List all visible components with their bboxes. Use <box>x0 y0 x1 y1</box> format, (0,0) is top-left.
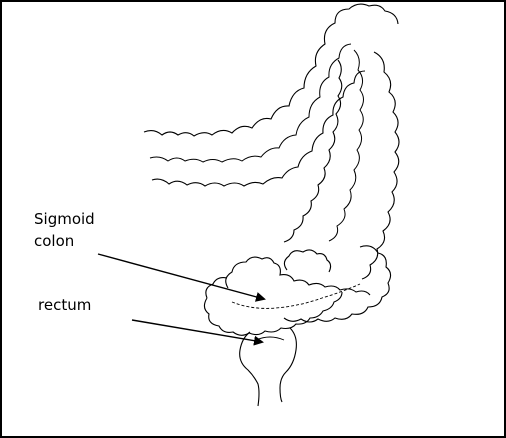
sigmoid-hook <box>284 250 330 272</box>
sigmoid-colon-pointer-arrow <box>98 254 264 299</box>
sigmoid-loop-lower-edge <box>204 278 342 336</box>
sigmoid-colon-label-line2: colon <box>34 230 95 252</box>
descending-limb-left-wall <box>284 60 342 242</box>
descending-limb-channel <box>329 50 364 241</box>
sigmoid-loop-outer <box>226 257 370 295</box>
descending-colon-mid-line <box>150 44 351 162</box>
rectum-inner-fold <box>256 337 284 340</box>
descending-colon-inner-wall <box>152 71 365 186</box>
rectum-label: rectum <box>38 294 91 316</box>
sigmoid-colon-label-line1: Sigmoid <box>34 208 95 230</box>
sigmoid-turn-upper <box>284 246 391 322</box>
sigmoid-colon-label: Sigmoid colon <box>34 208 95 252</box>
rectum-pointer-arrow <box>132 320 262 342</box>
descending-colon-outer-wall <box>144 4 398 136</box>
descending-colon-right-wall <box>362 52 399 279</box>
